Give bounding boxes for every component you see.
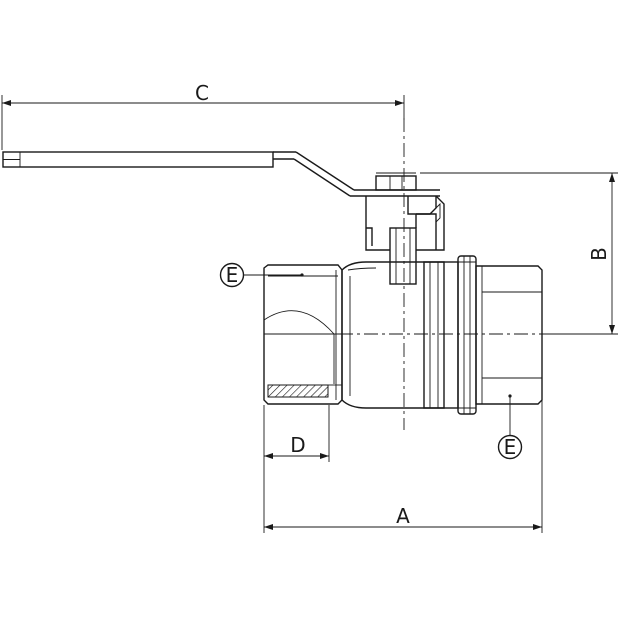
dimension-a: A bbox=[263, 400, 543, 533]
lever-handle bbox=[2, 151, 440, 197]
central-body-shoulder bbox=[347, 267, 377, 271]
stem-nut-body bbox=[375, 175, 417, 191]
stem-housing-left bbox=[365, 196, 390, 251]
union-nut bbox=[423, 255, 477, 415]
dimension-c-label: C bbox=[195, 81, 209, 105]
right-end-outline bbox=[475, 265, 543, 405]
stem-housing-step bbox=[366, 227, 373, 246]
left-bore-curve bbox=[263, 310, 335, 335]
stem-housing-inner bbox=[416, 213, 437, 250]
handle-bend-bottom bbox=[293, 158, 351, 197]
union-body bbox=[423, 261, 459, 409]
callout-e-right: E bbox=[497, 394, 523, 460]
handle-grip bbox=[2, 151, 274, 168]
left-end-outline bbox=[263, 264, 343, 405]
dimension-a-label: A bbox=[396, 504, 410, 528]
valve-body bbox=[263, 255, 543, 415]
stem-housing-right bbox=[416, 195, 445, 251]
left-thread-hatching bbox=[267, 384, 329, 398]
right-end-connector bbox=[475, 265, 543, 405]
callout-e-left-dot bbox=[300, 273, 304, 277]
dimension-c: C bbox=[1, 81, 405, 150]
stem-housing bbox=[365, 195, 445, 285]
union-collar bbox=[457, 255, 477, 415]
callout-e-left-label: E bbox=[226, 263, 239, 287]
stem-nut bbox=[375, 172, 417, 191]
left-end-connector bbox=[263, 264, 343, 405]
stem-washer bbox=[435, 202, 441, 223]
callout-e-left-circle bbox=[219, 262, 245, 288]
callout-e-left: E bbox=[219, 262, 304, 288]
stem-stop-plate bbox=[407, 196, 437, 215]
callout-e-right-dot bbox=[508, 394, 512, 398]
callout-e-right-circle bbox=[497, 434, 523, 460]
dimension-d-label: D bbox=[290, 433, 305, 457]
handle-bend-top bbox=[295, 151, 355, 191]
dimension-b-label: B bbox=[587, 247, 611, 261]
stem-body bbox=[389, 227, 417, 285]
dimension-b: B bbox=[420, 172, 618, 335]
dimension-d: D bbox=[263, 405, 330, 462]
callout-e-right-label: E bbox=[504, 435, 517, 459]
